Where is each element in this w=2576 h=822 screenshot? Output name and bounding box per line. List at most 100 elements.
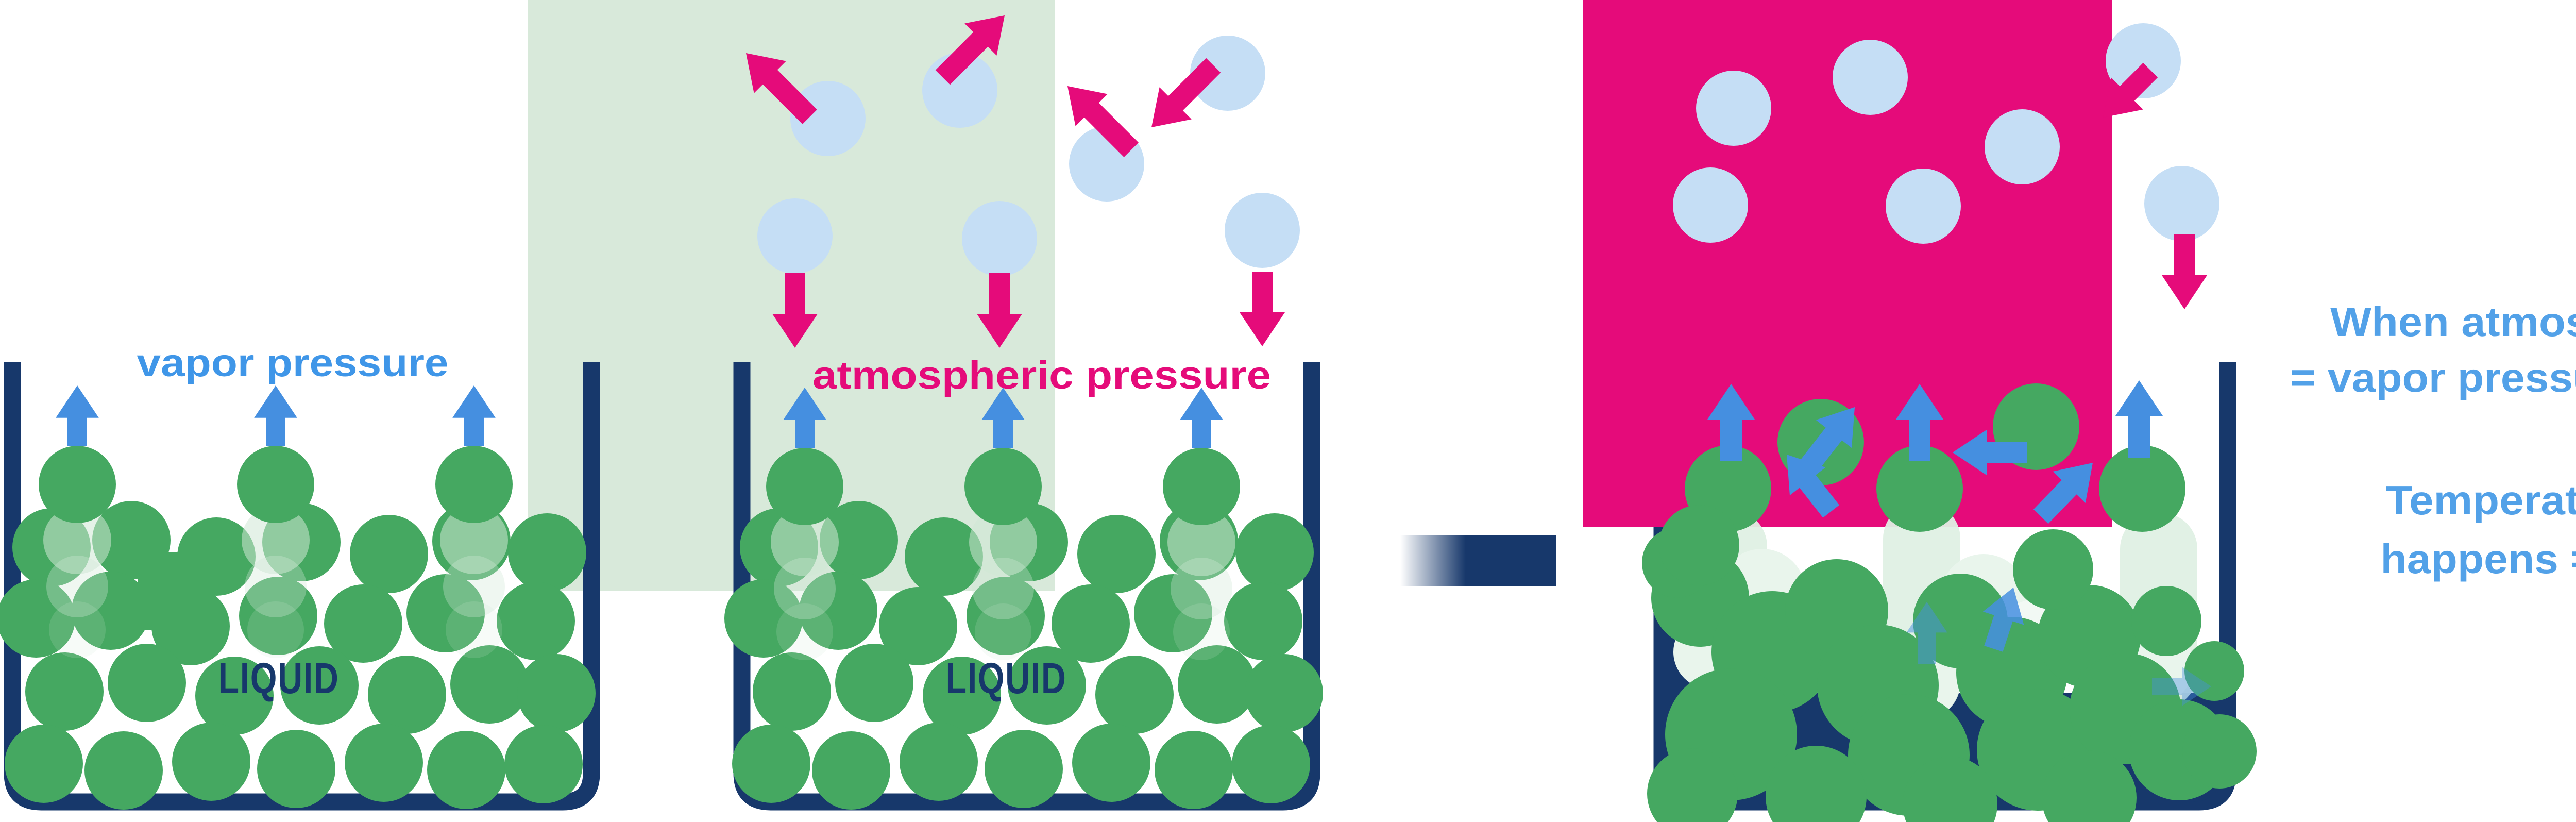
air-molecule	[757, 198, 833, 274]
boiling-foam-blob	[1766, 746, 1867, 822]
vapor-arrow-icon	[1787, 455, 1839, 518]
atmospheric-pressure-label: atmospheric pressure	[812, 354, 1271, 397]
air-molecule	[1225, 193, 1300, 268]
liquid-molecule	[1224, 582, 1302, 660]
liquid-molecule	[1155, 731, 1233, 809]
liquid-molecule	[1178, 645, 1256, 724]
liquid-molecule	[879, 587, 957, 665]
vapor-trail	[1171, 558, 1232, 619]
air-molecule	[1886, 169, 1961, 244]
escaping-molecule	[964, 448, 1042, 525]
liquid-molecule	[1235, 513, 1314, 592]
atmospheric-arrow-icon	[935, 15, 1005, 85]
annotation-line-1: When atmospheric pressure	[2330, 299, 2576, 345]
liquid-molecule	[84, 731, 163, 810]
atmospheric-arrow-icon	[2162, 234, 2207, 309]
liquid-molecule	[350, 515, 428, 593]
vapor-trail	[242, 506, 310, 574]
air-molecule	[790, 81, 866, 156]
liquid-molecule	[427, 731, 505, 809]
air-molecule	[1696, 71, 1771, 146]
liquid-molecule	[172, 723, 250, 801]
liquid-molecule	[900, 723, 978, 801]
liquid-molecule	[835, 644, 913, 722]
atmospheric-arrow-icon	[1067, 86, 1139, 157]
atmospheric-arrow-icon	[977, 273, 1022, 348]
vapor-trail	[1173, 603, 1230, 660]
boiling-foam-blob	[2182, 714, 2257, 789]
liquid-molecule	[753, 652, 831, 731]
liquid-molecule	[1232, 725, 1310, 803]
atmospheric-arrow-icon	[746, 53, 817, 124]
liquid-molecule	[368, 656, 446, 734]
escaping-molecule	[435, 446, 513, 523]
vapor-trail	[446, 601, 502, 658]
vapor-arrow-icon	[783, 388, 826, 448]
liquid-molecule	[967, 577, 1045, 655]
annotation-line-4: happens = boiling point	[2381, 536, 2576, 582]
liquid-molecule	[1052, 584, 1130, 663]
liquid-molecule	[820, 501, 898, 579]
air-molecule	[2144, 166, 2219, 241]
annotation-line-3: Temperature when this	[2386, 477, 2576, 523]
escaping-molecule	[1659, 505, 1739, 585]
escaping-molecule	[39, 446, 116, 523]
vapor-trail	[46, 556, 108, 617]
air-molecule	[1673, 167, 1748, 243]
equals-bar-icon	[1400, 535, 1556, 586]
vapor-trail	[245, 556, 307, 617]
vapor-arrow-icon	[1982, 588, 2024, 652]
air-molecule	[1833, 40, 1908, 115]
boiling-foam-blob	[1647, 748, 1738, 822]
air-molecule	[1985, 109, 2060, 184]
atmospheric-arrow-icon	[2103, 62, 2158, 118]
liquid-molecule	[195, 657, 274, 735]
vapor-trail	[771, 508, 839, 576]
escaping-molecule	[766, 448, 843, 525]
vapor-arrow-icon	[1895, 384, 1944, 461]
vapor-trail	[774, 558, 836, 619]
vapor-arrow-icon	[1799, 407, 1855, 475]
vapor-trail	[975, 603, 1031, 660]
vapor-pressure-label: vapor pressure	[137, 341, 449, 385]
liquid-molecule	[239, 577, 317, 655]
vapor-arrow-icon	[1953, 430, 2027, 475]
vapor-trail	[972, 558, 1034, 619]
liquid-molecule	[257, 730, 335, 808]
boiling-foam-blob	[1903, 757, 1997, 822]
boiling-foam-blob	[2131, 586, 2201, 656]
air-molecule	[962, 201, 1037, 276]
liquid-molecule	[508, 513, 586, 592]
liquid-molecule	[280, 646, 359, 725]
atmospheric-arrow-icon	[772, 273, 818, 348]
vapor-arrow-icon	[1906, 602, 1947, 664]
liquid-molecule	[406, 574, 485, 652]
liquid-molecule	[1134, 574, 1212, 652]
air-molecule	[1190, 36, 1265, 111]
escaping-molecule	[2099, 445, 2185, 532]
liquid-molecule	[25, 652, 104, 731]
liquid-molecule	[0, 579, 75, 658]
liquid-molecule	[108, 644, 186, 722]
vapor-arrow-icon	[1180, 388, 1223, 448]
liquid-label-2: LIQUID	[946, 654, 1067, 702]
atmospheric-arrow-icon	[1151, 58, 1221, 127]
liquid-molecule	[1072, 724, 1150, 802]
vapor-trail	[1167, 508, 1235, 576]
liquid-molecule	[138, 552, 215, 630]
liquid-molecule	[985, 730, 1063, 808]
escaping-molecule	[1163, 448, 1240, 525]
liquid-molecule	[923, 657, 1001, 735]
vapor-arrow-icon	[452, 385, 496, 446]
liquid-molecule	[724, 579, 803, 658]
vapor-arrow-icon	[1707, 384, 1755, 461]
vapor-trail	[43, 506, 111, 574]
boiling-foam-blob	[2013, 529, 2093, 610]
liquid-molecule	[799, 572, 877, 650]
annotation-line-2: = vapor pressure the liquid boils	[2291, 355, 2576, 400]
vapor-trail	[969, 508, 1037, 576]
vapor-arrow-icon	[2033, 463, 2093, 524]
liquid-molecule	[450, 645, 529, 724]
vapor-trail	[49, 601, 106, 658]
